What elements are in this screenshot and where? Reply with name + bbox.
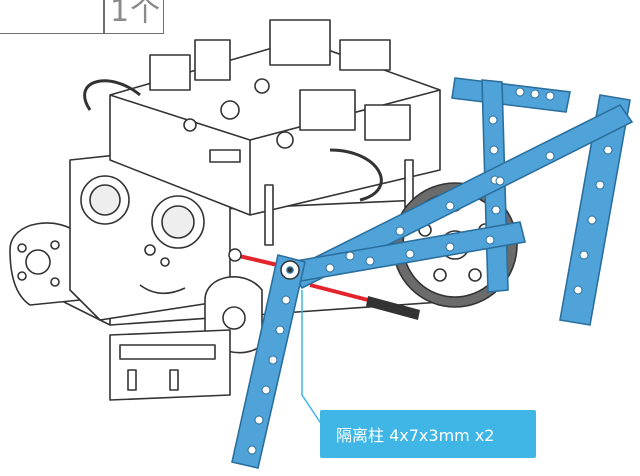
quantity-label: 1个 <box>110 0 162 29</box>
quantity-box <box>0 0 164 34</box>
part-callout: 隔离柱 4x7x3mm x2 <box>320 410 536 458</box>
part-callout-label: 隔离柱 4x7x3mm x2 <box>336 426 495 445</box>
linkage-beams <box>231 77 634 469</box>
quantity-box-divider <box>103 0 105 33</box>
robot-chassis <box>9 19 471 401</box>
callout-leader-line <box>301 290 323 426</box>
